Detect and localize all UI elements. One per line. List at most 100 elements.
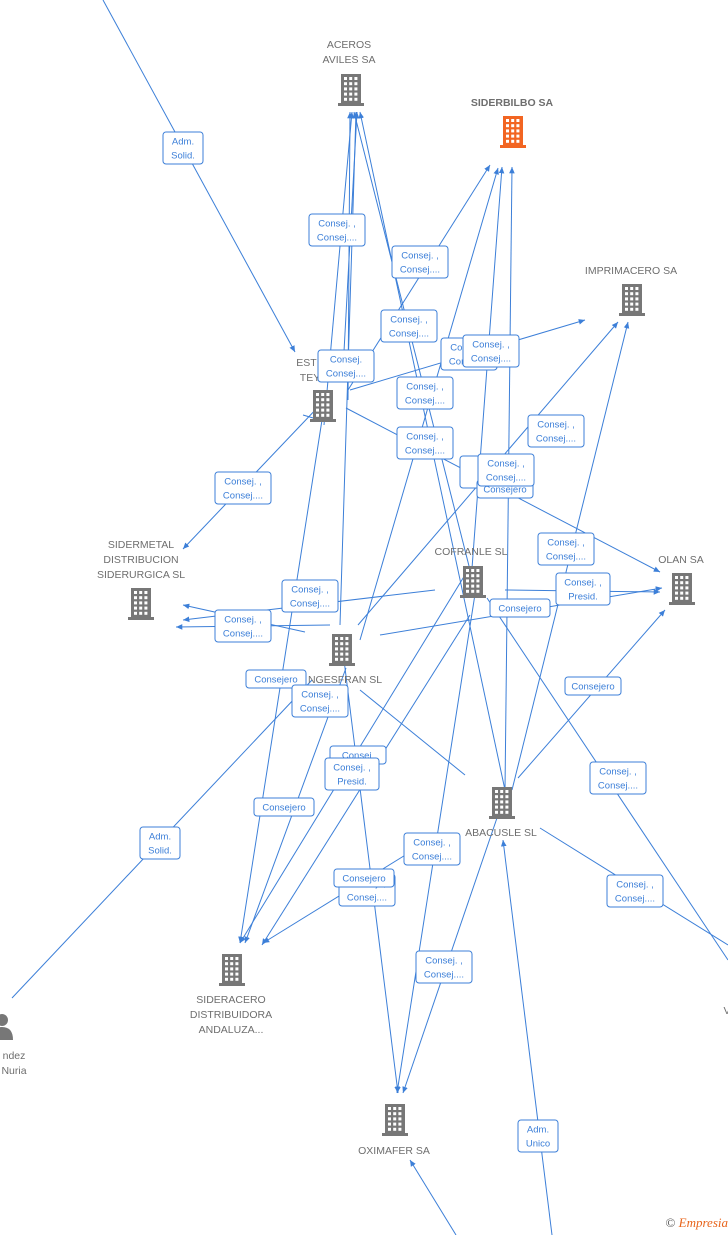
company-node-cofranle[interactable]: COFRANLE SL bbox=[435, 546, 508, 598]
relation-label-box[interactable]: Consej. ,Consej.... bbox=[214, 471, 272, 505]
relation-label-text: Consej. , bbox=[224, 615, 262, 626]
node-label: OXIMAFER SA bbox=[358, 1145, 430, 1157]
relation-label-text: Consej.... bbox=[223, 629, 263, 640]
building-icon bbox=[460, 566, 486, 598]
relation-label-text: Solid. bbox=[171, 151, 195, 162]
relation-label-text: Consej. , bbox=[425, 956, 463, 967]
relation-label-text: Consej. , bbox=[390, 315, 428, 326]
brand-logo[interactable]: Empresia bbox=[678, 1215, 728, 1230]
relation-label-box[interactable]: Consej. , Consej.... bbox=[537, 532, 595, 566]
building-icon bbox=[382, 1104, 408, 1136]
node-label: COFRANLE SL bbox=[435, 546, 508, 558]
footer-credit: © Empresia bbox=[666, 1215, 728, 1231]
relation-label-box[interactable]: Consej. ,Consej.... bbox=[527, 414, 585, 448]
relation-label-box[interactable]: Consej. ,Consej.... bbox=[281, 579, 339, 613]
relation-label-box[interactable]: Consej.Consej.... bbox=[317, 349, 375, 383]
node-label: ESTE bbox=[296, 357, 323, 369]
building-icon bbox=[500, 116, 526, 148]
relation-label-box[interactable]: Consej. ,Consej.... bbox=[396, 376, 454, 410]
relation-label-box[interactable]: Consej. , Consej.... bbox=[415, 950, 473, 984]
building-icon bbox=[669, 573, 695, 605]
relation-label-text: Consej.... bbox=[317, 233, 357, 244]
company-node-olan[interactable]: OLAN SA bbox=[658, 554, 704, 605]
person-icon bbox=[0, 1014, 13, 1040]
company-node-ngesfran[interactable]: NGESFRAN SL bbox=[308, 634, 382, 686]
company-node-abacusle[interactable]: ABACUSLE SL bbox=[465, 787, 537, 839]
company-node-right_v[interactable]: V bbox=[723, 1005, 728, 1017]
relation-label-text: Consej. , bbox=[318, 219, 356, 230]
relation-label-box[interactable]: Consej. , Consej.... bbox=[308, 213, 366, 247]
relation-label-box[interactable]: Consej. ,Consej.... bbox=[291, 684, 349, 718]
relation-label-box[interactable]: Adm.Solid. bbox=[162, 131, 204, 165]
node-label: Nuria bbox=[1, 1065, 26, 1077]
relation-label-text: Consej.... bbox=[546, 552, 586, 563]
edge-label-layer: Adm.Solid.Consej. ,Consej....Consej. ,Co… bbox=[139, 131, 664, 1153]
relation-label-text: Consej. , bbox=[472, 340, 510, 351]
relation-label-text: Consej.... bbox=[424, 970, 464, 981]
relation-label-box[interactable]: Consej. , Consej.... bbox=[214, 609, 272, 643]
copyright-icon: © bbox=[665, 1215, 676, 1230]
relation-label-box[interactable]: Consej. ,Consej.... bbox=[403, 832, 461, 866]
relation-label-text: Consej.... bbox=[290, 599, 330, 610]
relation-label-text: Consejero bbox=[262, 803, 305, 814]
relation-label-box[interactable]: Consej. ,Consej.... bbox=[380, 309, 438, 343]
company-node-oximafer[interactable]: OXIMAFER SA bbox=[358, 1104, 430, 1157]
relation-label-text: Consej. , bbox=[413, 838, 451, 849]
building-icon bbox=[338, 74, 364, 106]
relation-label-box[interactable]: Consej. ,Presid. bbox=[555, 572, 611, 606]
node-label: ANDALUZA... bbox=[199, 1024, 264, 1036]
node-label: NGESFRAN SL bbox=[308, 674, 382, 686]
company-node-aceros[interactable]: ACEROS AVILES SA bbox=[323, 39, 376, 106]
relation-edge bbox=[409, 1159, 457, 1235]
company-node-este[interactable]: ESTE TEY bbox=[296, 357, 336, 422]
relation-edge bbox=[359, 689, 466, 776]
relation-label-box[interactable]: Consejero bbox=[245, 669, 307, 689]
relation-label-text: Presid. bbox=[337, 777, 367, 788]
relation-label-box[interactable]: Consej. ,Consej.... bbox=[462, 334, 520, 368]
relation-label-box[interactable]: Consej. ,Consej.... bbox=[477, 453, 535, 487]
relation-label-box[interactable]: Consej. ,Consej.... bbox=[589, 761, 647, 795]
relation-label-text: Consej.... bbox=[615, 894, 655, 905]
relation-label-box[interactable]: Consej. , Consej.... bbox=[391, 245, 449, 279]
building-icon bbox=[128, 588, 154, 620]
building-icon bbox=[310, 390, 336, 422]
relation-label-box[interactable]: Consejero bbox=[564, 676, 622, 696]
relation-label-text: Consej. , bbox=[487, 459, 525, 470]
relation-label-text: Consej. , bbox=[564, 578, 602, 589]
relation-label-text: Consej. , bbox=[406, 432, 444, 443]
node-label: ACEROS bbox=[327, 39, 371, 51]
relation-label-box[interactable]: Adm.Unico bbox=[517, 1119, 559, 1153]
relation-label-text: Consej. , bbox=[537, 420, 575, 431]
relation-label-box[interactable]: Consej. ,Presid. bbox=[324, 757, 380, 791]
relation-label-text: Consejero bbox=[571, 682, 614, 693]
relation-label-box[interactable]: Consejero bbox=[333, 868, 395, 888]
relation-label-text: Adm. bbox=[527, 1125, 549, 1136]
relation-label-text: Consej.... bbox=[223, 491, 263, 502]
relation-label-text: Consej. , bbox=[547, 538, 585, 549]
relation-label-box[interactable]: Consejero bbox=[253, 797, 315, 817]
relation-edge bbox=[469, 166, 505, 596]
node-label: AVILES SA bbox=[323, 54, 376, 66]
relation-label-text: Consej.... bbox=[400, 265, 440, 276]
company-node-imprimacero[interactable]: IMPRIMACERO SA bbox=[585, 265, 677, 316]
edge-layer bbox=[11, 0, 728, 1235]
relation-label-text: Consejero bbox=[498, 604, 541, 615]
relation-label-text: Adm. bbox=[149, 832, 171, 843]
relation-label-box[interactable]: Consejero bbox=[489, 598, 551, 618]
node-label: V bbox=[723, 1005, 728, 1017]
node-label: TEY bbox=[300, 372, 320, 384]
relation-label-box[interactable]: Consej. ,Consej.... bbox=[606, 874, 664, 908]
company-node-sideracero[interactable]: SIDERACERODISTRIBUIDORAANDALUZA... bbox=[190, 954, 272, 1036]
building-icon bbox=[489, 787, 515, 819]
building-icon bbox=[219, 954, 245, 986]
relation-label-text: Consej. , bbox=[401, 251, 439, 262]
relation-label-box[interactable]: Adm.Solid. bbox=[139, 826, 181, 860]
relation-label-box[interactable]: Consej. ,Consej.... bbox=[396, 426, 454, 460]
company-node-siderbilbo[interactable]: SIDERBILBO SA bbox=[471, 97, 554, 148]
relation-label-text: Consejero bbox=[254, 675, 297, 686]
node-label: ABACUSLE SL bbox=[465, 827, 537, 839]
relation-label-text: Consej. , bbox=[406, 382, 444, 393]
